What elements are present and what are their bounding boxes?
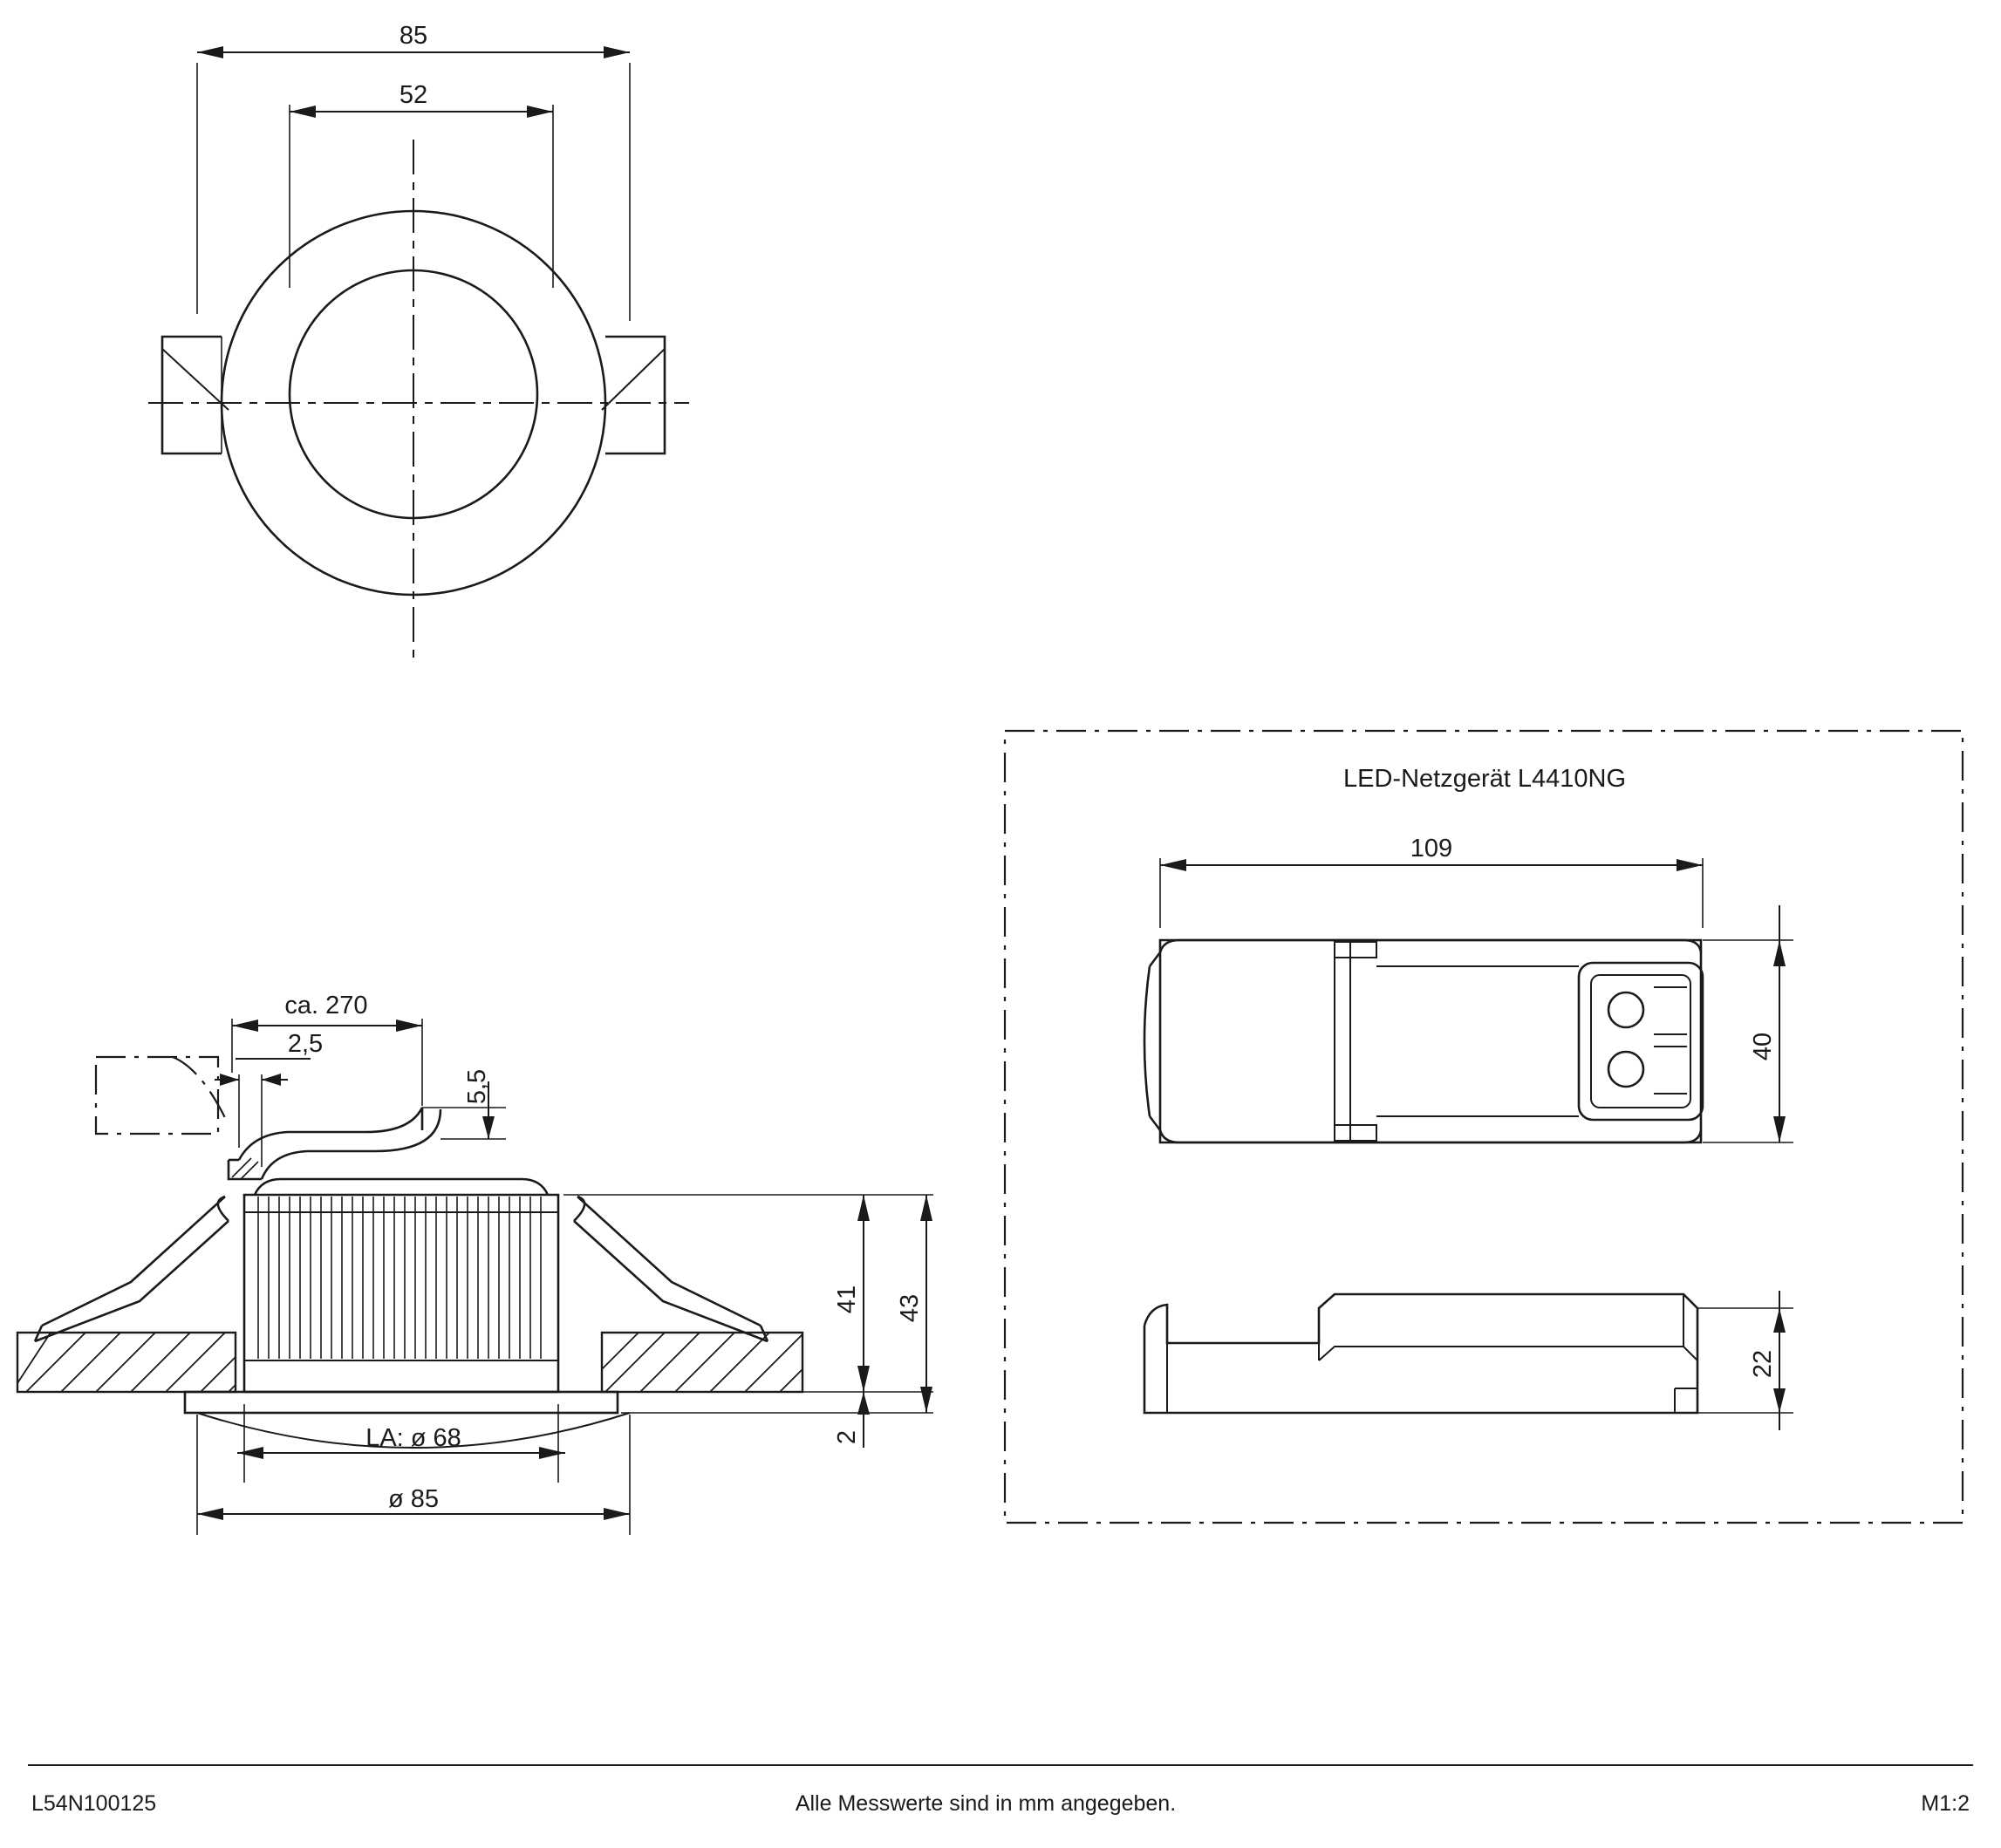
section-view-geometry [16, 1019, 933, 1535]
dim-flange-thickness: 2 [833, 1430, 861, 1444]
dim-cable-length: ca. 270 [284, 992, 367, 1019]
dim-cable-diameter: 2,5 [288, 1030, 323, 1058]
dim-outer-diameter-section: ø 85 [388, 1485, 439, 1513]
dim-total-height: 43 [896, 1294, 924, 1322]
dim-top-outer-diameter: 85 [400, 22, 427, 50]
led-driver-geometry [1003, 729, 1964, 1524]
dim-driver-height: 22 [1749, 1350, 1777, 1378]
footer-scale: M1:2 [1921, 1791, 1970, 1816]
footer-part-number: L54N100125 [31, 1791, 156, 1816]
dim-body-height: 41 [833, 1285, 861, 1313]
led-driver-title: LED-Netzgerät L4410NG [1343, 765, 1626, 793]
dim-driver-width: 40 [1749, 1033, 1777, 1060]
dim-driver-length: 109 [1410, 835, 1452, 863]
dim-top-inner-opening: 52 [400, 81, 427, 109]
dim-cutout-diameter: LA: ø 68 [365, 1424, 461, 1452]
footer-note: Alle Messwerte sind in mm angegeben. [796, 1791, 1176, 1816]
dim-cable-offset: 5,5 [463, 1069, 491, 1104]
top-view-geometry [148, 46, 689, 665]
